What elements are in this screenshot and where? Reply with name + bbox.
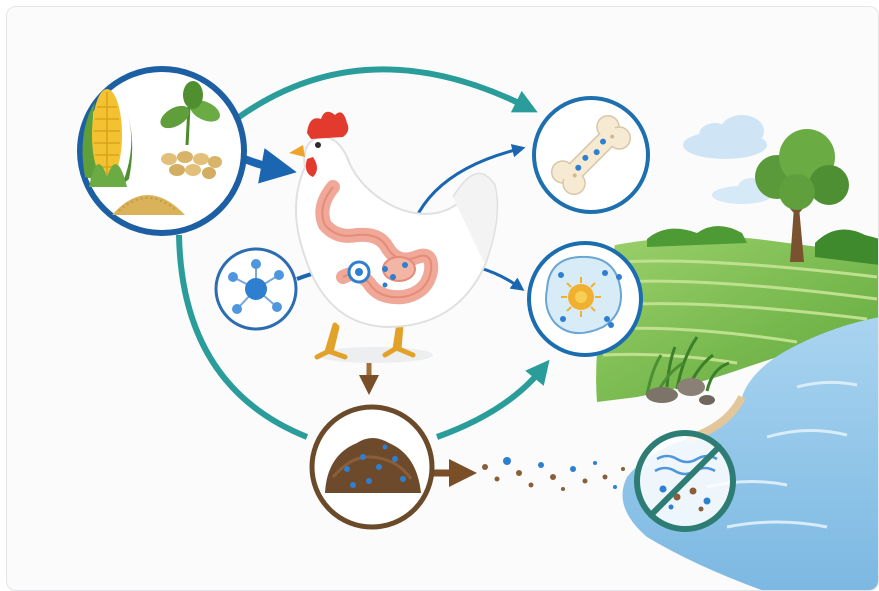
manure-node [312, 407, 432, 527]
cell-node [529, 243, 641, 355]
cell-icon [546, 257, 622, 333]
bone-node [534, 98, 648, 212]
arrow-manure-to-cell [437, 369, 542, 437]
arrow-feed-to-bone [239, 69, 527, 117]
chicken-icon [289, 112, 497, 363]
runoff-particles-icon [482, 457, 625, 491]
feed-ingredients-node [80, 69, 244, 233]
no-pollution-sign-node [637, 433, 733, 529]
diagram-frame [6, 6, 879, 591]
cloud-icon [683, 115, 767, 159]
diagram-canvas [7, 7, 879, 591]
phytase-molecule-node [216, 249, 296, 329]
